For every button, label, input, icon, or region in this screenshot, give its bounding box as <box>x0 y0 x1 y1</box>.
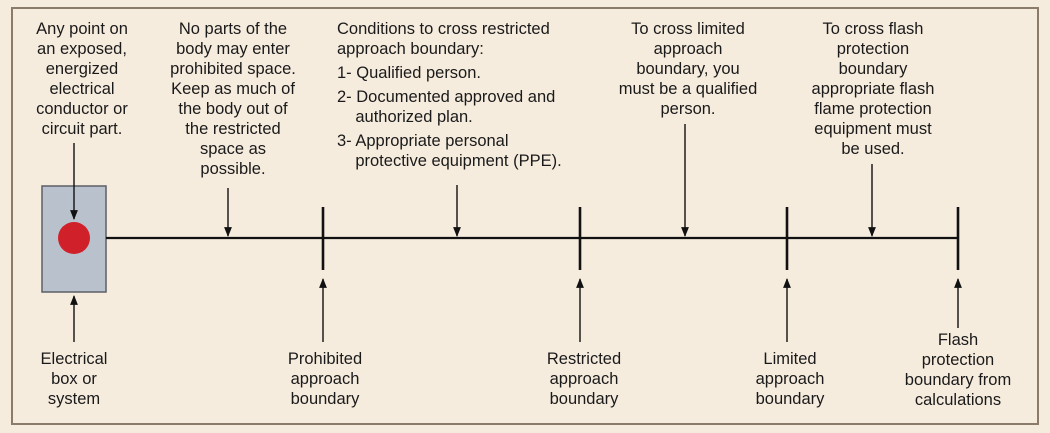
restricted-conditions-heading: Conditions to cross restricted approach b… <box>337 19 562 59</box>
text-line: an exposed, <box>37 40 127 58</box>
text-line: approach boundary: <box>337 40 484 58</box>
text-line: Flash <box>937 331 979 349</box>
exposed-point-note: Any point on an exposed, energized electric… <box>36 19 128 139</box>
text-line: boundary <box>290 390 360 408</box>
text-line: approach <box>755 370 825 388</box>
text-line: protection <box>836 40 910 58</box>
text-line: must be a qualified <box>618 80 758 98</box>
text-line: box or <box>51 370 97 388</box>
energized-point-dot <box>58 222 90 254</box>
text-line: protective equipment (PPE). <box>337 152 562 170</box>
text-line: Prohibited <box>287 350 363 368</box>
text-line: boundary, you <box>636 60 740 78</box>
limited-boundary-label: Limited approach boundary <box>756 349 825 409</box>
text-line: boundary <box>838 60 908 78</box>
text-line: the body out of <box>178 100 288 118</box>
text-line: conductor or <box>36 100 128 118</box>
condition-item-2: 2- Documented approved and authorized pl… <box>337 87 562 127</box>
text-line: energized <box>45 60 119 78</box>
text-line: Conditions to cross restricted <box>337 20 550 38</box>
text-line: boundary from <box>904 371 1012 389</box>
limited-cross-note: To cross limited approach boundary, you mus… <box>619 19 758 119</box>
text-line: circuit part. <box>41 120 123 138</box>
text-line: system <box>47 390 101 408</box>
restricted-conditions-note: Conditions to cross restricted approach b… <box>337 19 562 171</box>
text-line: person. <box>660 100 716 118</box>
text-line: approach <box>549 370 619 388</box>
restricted-boundary-label: Restricted approach boundary <box>547 349 621 409</box>
condition-item-1: 1- Qualified person. <box>337 63 562 83</box>
text-line: 2- Documented approved and <box>337 88 556 106</box>
text-line: approach <box>653 40 723 58</box>
electrical-box-label: Electrical box or system <box>41 349 108 409</box>
text-line: No parts of the <box>178 20 288 38</box>
text-line: calculations <box>914 391 1002 409</box>
text-line: To cross limited <box>631 20 745 38</box>
text-line: 1- Qualified person. <box>337 64 481 82</box>
text-line: flame protection <box>814 100 932 118</box>
text-line: protection <box>921 351 995 369</box>
text-line: To cross flash <box>822 20 924 38</box>
prohibited-space-note: No parts of the body may enter prohibited … <box>170 19 296 179</box>
outer-frame <box>11 7 1039 425</box>
flash-cross-note: To cross flash protection boundary appropri… <box>812 19 935 159</box>
text-line: body may enter <box>176 40 290 58</box>
text-line: boundary <box>549 390 619 408</box>
text-line: appropriate flash <box>811 80 935 98</box>
text-line: equipment must <box>814 120 932 138</box>
condition-item-3: 3- Appropriate personal protective equip… <box>337 131 562 171</box>
flash-boundary-label: Flash protection boundary from calculations <box>905 330 1011 410</box>
text-line: boundary <box>755 390 825 408</box>
text-line: Keep as much of <box>171 80 295 98</box>
text-line: the restricted <box>185 120 281 138</box>
text-line: Any point on <box>36 20 128 38</box>
text-line: space as <box>199 140 267 158</box>
text-line: Limited <box>763 350 817 368</box>
text-line: approach <box>290 370 360 388</box>
text-line: Electrical <box>40 350 108 368</box>
text-line: 3- Appropriate personal <box>337 132 509 150</box>
text-line: electrical <box>49 80 115 98</box>
text-line: prohibited space. <box>170 60 296 78</box>
text-line: be used. <box>841 140 905 158</box>
text-line: authorized plan. <box>337 108 473 126</box>
text-line: Restricted <box>546 350 622 368</box>
prohibited-boundary-label: Prohibited approach boundary <box>288 349 362 409</box>
text-line: possible. <box>200 160 266 178</box>
